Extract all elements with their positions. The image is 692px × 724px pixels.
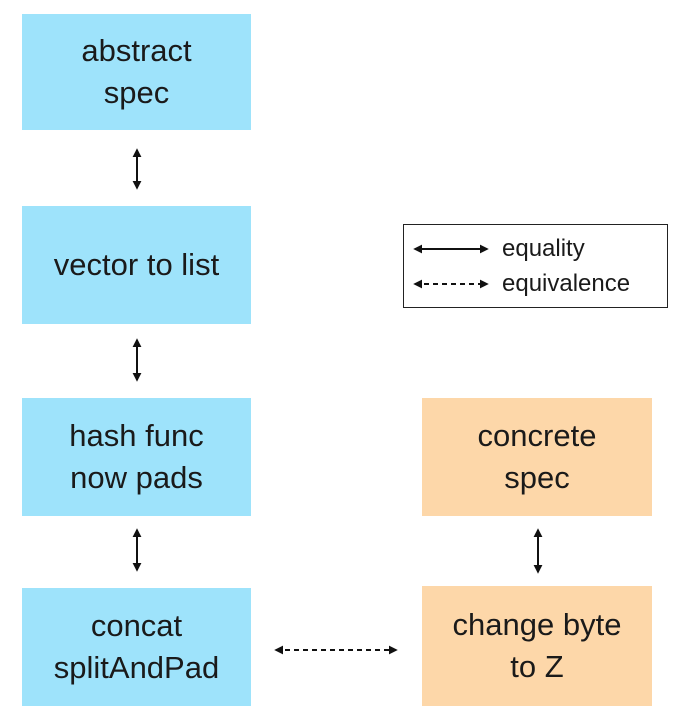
node-label: abstract (81, 33, 192, 68)
legend-label-equivalence: equivalence (502, 270, 631, 297)
node-change-byte-to-z: change byte to Z (422, 586, 652, 706)
node-label: change byte (452, 607, 622, 642)
node-concrete-spec: concrete spec (422, 398, 652, 516)
node-label: vector to list (53, 247, 220, 282)
legend-item-equality: equality (412, 234, 585, 264)
node-label: concrete (477, 418, 597, 453)
node-hash-func-now-pads: hash func now pads (22, 398, 251, 516)
legend: equality equivalence (403, 224, 668, 308)
dashed-double-arrow-icon (413, 279, 489, 289)
solid-double-arrow-icon (413, 244, 489, 254)
node-label: spec (103, 75, 170, 110)
node-label: splitAndPad (53, 650, 220, 685)
node-label: now pads (70, 460, 203, 495)
node-label: concat (90, 608, 183, 643)
node-label: to Z (510, 649, 564, 684)
node-vector-to-list: vector to list (22, 206, 251, 324)
legend-item-equivalence: equivalence (412, 269, 630, 299)
node-concat-splitandpad: concat splitAndPad (22, 588, 251, 706)
node-abstract-spec: abstract spec (22, 14, 251, 130)
node-label: hash func (69, 418, 204, 453)
node-label: spec (504, 460, 570, 495)
legend-label-equality: equality (502, 235, 585, 262)
